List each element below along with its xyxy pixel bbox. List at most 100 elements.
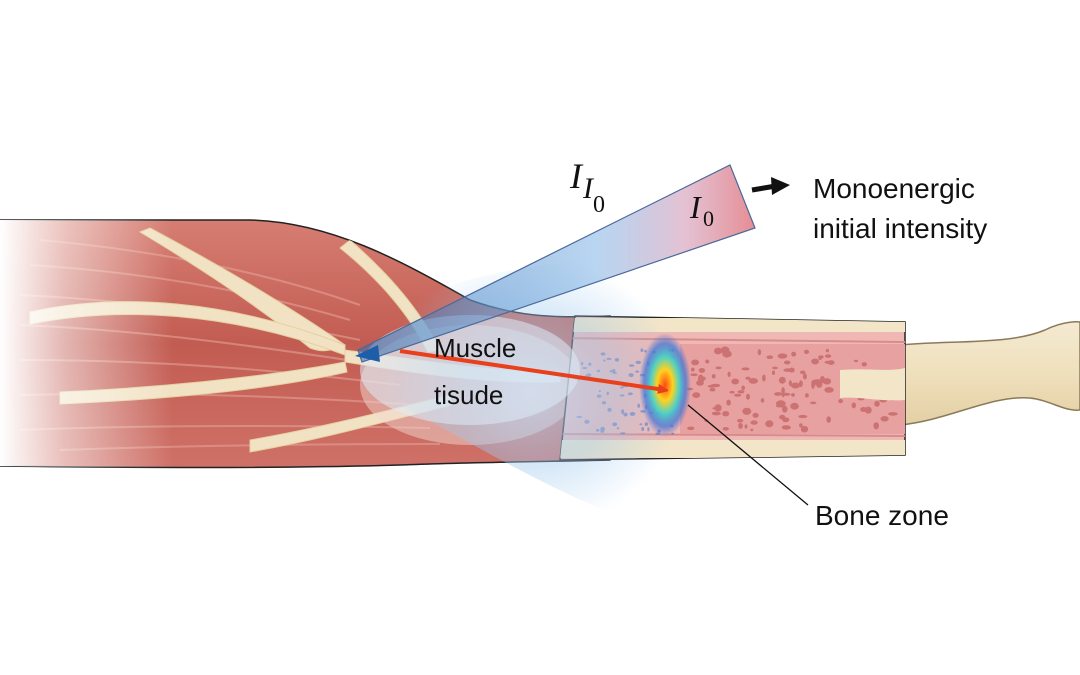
transmitted-ray <box>399 349 665 390</box>
bone-pore <box>762 374 766 382</box>
bone-zone-leader-line <box>687 404 809 506</box>
beam-intensity-sub-symbol: I <box>582 172 595 205</box>
bone-pore <box>742 407 752 415</box>
bone-pore <box>864 406 872 414</box>
bone-pore <box>731 378 740 385</box>
bone-pore <box>692 392 701 398</box>
bone-pore <box>748 378 758 384</box>
bone-pore <box>781 417 788 421</box>
right-arrow-icon <box>751 177 790 195</box>
bone-pore <box>791 393 795 397</box>
incident-beam <box>355 164 756 363</box>
bone-pore <box>781 390 785 398</box>
bone-pore <box>687 426 695 431</box>
source-intensity-symbol: I <box>689 189 702 225</box>
bone-pore <box>722 427 729 431</box>
bone-pore <box>750 428 754 432</box>
bone-zone-label: Bone zone <box>815 500 949 531</box>
bone-pore <box>874 400 880 407</box>
bone-pore <box>705 359 710 364</box>
bone-pore <box>744 424 748 429</box>
bone-pore <box>774 392 782 396</box>
bone-pore <box>711 374 716 379</box>
bone-pore <box>824 387 834 393</box>
bone-pore <box>722 411 730 417</box>
bone-pore <box>738 422 743 429</box>
bone-pore <box>714 404 722 412</box>
bone-pore <box>824 354 832 358</box>
beam-intensity-symbol: I <box>569 156 584 196</box>
beam-arrowhead <box>355 345 380 362</box>
bone-pore <box>690 367 695 372</box>
bone-pore <box>784 360 791 365</box>
bone-pore <box>760 398 765 403</box>
bone-pore <box>783 368 792 372</box>
bone-pore <box>851 402 856 409</box>
bone-pore <box>775 404 785 408</box>
bone-pore <box>715 366 722 370</box>
bone-pore <box>799 423 803 428</box>
bone-pore <box>698 368 706 373</box>
bone-pore <box>781 425 791 430</box>
bone-pore <box>861 362 867 367</box>
bone-pore <box>825 348 830 353</box>
bone-pore <box>709 387 716 392</box>
bone-pore <box>752 412 759 418</box>
bone-pore <box>766 355 774 360</box>
bone-pore <box>818 356 822 360</box>
bone-pore <box>853 359 859 363</box>
bone-pore <box>888 412 898 416</box>
bone-pore <box>790 402 799 410</box>
bone-pore <box>746 393 750 400</box>
bone-pore <box>880 416 889 422</box>
bone-pore <box>734 393 742 397</box>
bone-pore <box>691 359 700 366</box>
bone-pore <box>791 351 797 357</box>
bone-pore <box>798 414 808 419</box>
bone-pore <box>826 416 831 423</box>
bone-pore <box>707 384 716 388</box>
muscle-label-line1: Muscle <box>434 333 516 363</box>
bone-pore <box>720 346 730 354</box>
beam-intensity-sub-index: 0 <box>593 192 605 218</box>
muscle-label-line2: tisude <box>434 380 503 410</box>
bone-pore <box>750 420 758 425</box>
bone-pore <box>765 420 774 428</box>
bone-pore <box>818 380 828 384</box>
bone-pore <box>811 358 819 365</box>
bone-pore <box>741 385 745 391</box>
bone-pore <box>802 373 807 380</box>
bone-pore <box>698 374 704 382</box>
source-label-line2: initial intensity <box>813 213 987 244</box>
bone-pore <box>810 401 817 405</box>
bone-pore <box>778 376 786 384</box>
bone-pore <box>803 349 810 354</box>
bone-pore <box>805 393 809 398</box>
bone-pore <box>729 390 735 394</box>
bone-pore <box>690 373 698 377</box>
bone-pore <box>745 376 751 380</box>
bone-pore <box>757 349 762 356</box>
bone-pore <box>800 425 809 433</box>
bone-pore <box>790 382 801 389</box>
bone-pore <box>824 360 833 364</box>
source-label-line1: Monoenergic <box>813 173 975 204</box>
bone-pore <box>777 353 788 359</box>
bone-pore <box>737 418 744 423</box>
bone-pore <box>782 405 788 413</box>
bone-pore <box>772 366 778 370</box>
bone-pore <box>726 399 731 406</box>
bone-pore <box>737 390 745 394</box>
source-intensity-index: 0 <box>703 206 714 231</box>
bone-pore <box>838 399 843 404</box>
bone-pore <box>857 397 865 401</box>
bone-pore <box>873 422 879 430</box>
bone-pore <box>711 411 721 416</box>
bone-pore <box>772 370 775 376</box>
bone-pore <box>800 370 806 375</box>
bone-pore <box>811 381 815 389</box>
bone-pore <box>714 347 723 355</box>
bone-pore <box>727 371 731 377</box>
bone-pore <box>741 367 750 371</box>
